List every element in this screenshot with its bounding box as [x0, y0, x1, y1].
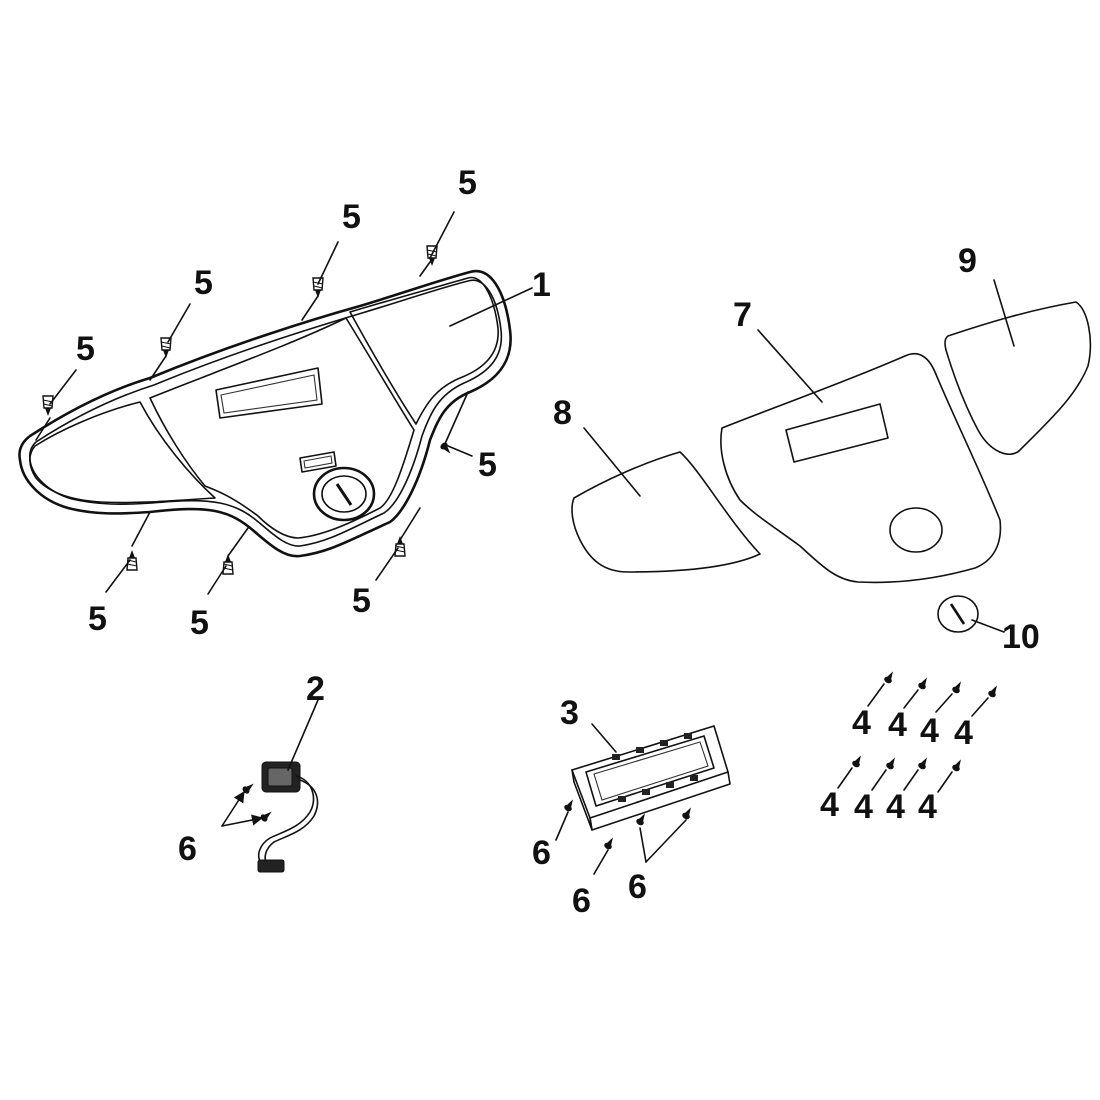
part-3-display-module	[555, 723, 731, 875]
callout-9: 9	[958, 242, 977, 280]
callout-10: 10	[1002, 618, 1040, 656]
callout-6: 6	[628, 868, 647, 906]
part-10-key-overlay	[937, 595, 1005, 633]
callout-6: 6	[572, 882, 591, 920]
part-2-switch-harness	[221, 699, 319, 873]
pcb-components	[612, 733, 698, 802]
part-9-right-overlay	[944, 279, 1092, 455]
screws-part-4	[837, 669, 1001, 793]
callout-5: 5	[458, 164, 477, 202]
callout-5: 5	[76, 330, 95, 368]
screws-part-5	[35, 211, 473, 595]
leader-1	[449, 287, 533, 327]
part-7-center-overlay	[720, 329, 1002, 584]
callout-5: 5	[190, 604, 209, 642]
callout-6: 6	[532, 834, 551, 872]
callout-4: 4	[852, 704, 871, 742]
callout-4: 4	[888, 706, 907, 744]
callout-7: 7	[733, 296, 752, 334]
callout-8: 8	[553, 394, 572, 432]
callout-labels: 1 2 3 7 8 9 10 5 5 5 5 5 5 5 5 4 4 4 4 4…	[76, 164, 1040, 920]
callout-3: 3	[560, 694, 579, 732]
callout-5: 5	[478, 446, 497, 484]
callout-4: 4	[886, 788, 905, 826]
callout-4: 4	[918, 788, 937, 826]
callout-5: 5	[342, 198, 361, 236]
callout-1: 1	[532, 266, 551, 304]
callout-4: 4	[854, 788, 873, 826]
part-8-left-overlay	[571, 427, 761, 573]
callout-5: 5	[352, 582, 371, 620]
callout-6: 6	[178, 830, 197, 868]
callout-5: 5	[194, 264, 213, 302]
callout-5: 5	[88, 600, 107, 638]
callout-4: 4	[954, 714, 973, 752]
callout-4: 4	[820, 786, 839, 824]
part-1-console-housing	[18, 269, 512, 558]
callout-4: 4	[920, 712, 939, 750]
callout-2: 2	[306, 670, 325, 708]
